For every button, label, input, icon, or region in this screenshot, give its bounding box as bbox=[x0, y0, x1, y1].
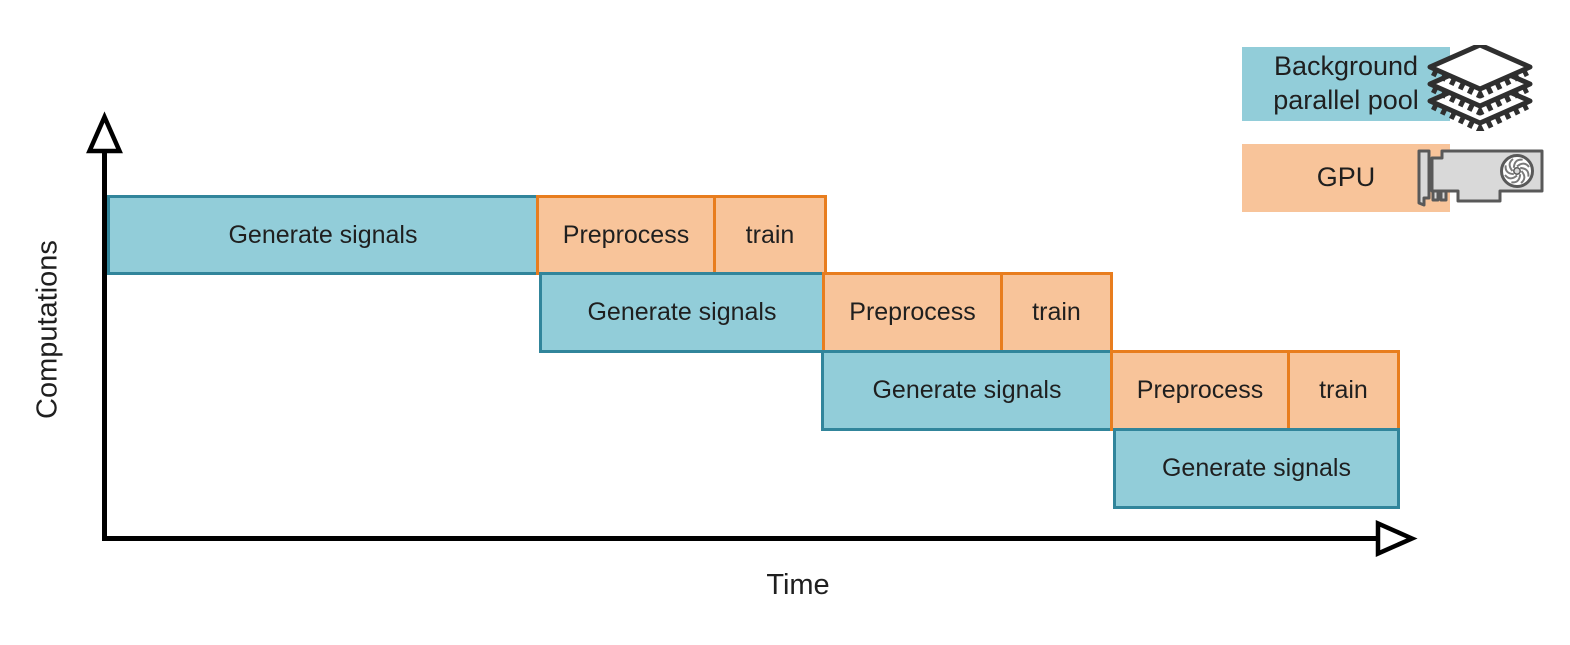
task-row3-train: train bbox=[1287, 350, 1400, 431]
fan-hub bbox=[1513, 167, 1521, 175]
y-axis-arrowhead bbox=[86, 111, 123, 154]
legend-item-gpu: GPU bbox=[1242, 144, 1450, 212]
x-axis-label: Time bbox=[766, 569, 830, 601]
gpu-card-icon bbox=[1417, 149, 1544, 207]
task-row2-preprocess: Preprocess bbox=[822, 272, 1003, 353]
legend-label-gpu: GPU bbox=[1316, 162, 1376, 193]
task-label: Generate signals bbox=[228, 220, 418, 249]
fan-blades bbox=[1502, 156, 1532, 186]
task-label: Generate signals bbox=[1161, 454, 1351, 482]
task-label: Generate signals bbox=[587, 298, 777, 326]
task-row3-preprocess: Preprocess bbox=[1110, 350, 1290, 431]
task-row4-generate-signals: Generate signals bbox=[1113, 428, 1400, 509]
task-label: Preprocess bbox=[1136, 376, 1264, 404]
legend-item-background-parallel-pool: Background parallel pool bbox=[1242, 47, 1450, 121]
task-row1-preprocess: Preprocess bbox=[536, 195, 716, 275]
x-axis-arrowhead bbox=[1375, 520, 1418, 557]
task-row1-generate-signals: Generate signals bbox=[107, 195, 539, 275]
task-row3-generate-signals: Generate signals bbox=[821, 350, 1113, 431]
task-label: train bbox=[1319, 376, 1368, 404]
task-label: Generate signals bbox=[872, 376, 1062, 404]
task-label: train bbox=[745, 220, 795, 249]
chip-stack-icon bbox=[1427, 45, 1533, 131]
task-label: train bbox=[1032, 298, 1081, 326]
task-row2-train: train bbox=[1000, 272, 1113, 353]
task-label: Preprocess bbox=[562, 220, 690, 249]
task-row2-generate-signals: Generate signals bbox=[539, 272, 825, 353]
legend-label-background-parallel-pool: Background parallel pool bbox=[1273, 51, 1419, 115]
task-label: Preprocess bbox=[849, 298, 976, 326]
task-row1-train: train bbox=[713, 195, 827, 275]
y-axis-label: Computations bbox=[31, 240, 64, 420]
